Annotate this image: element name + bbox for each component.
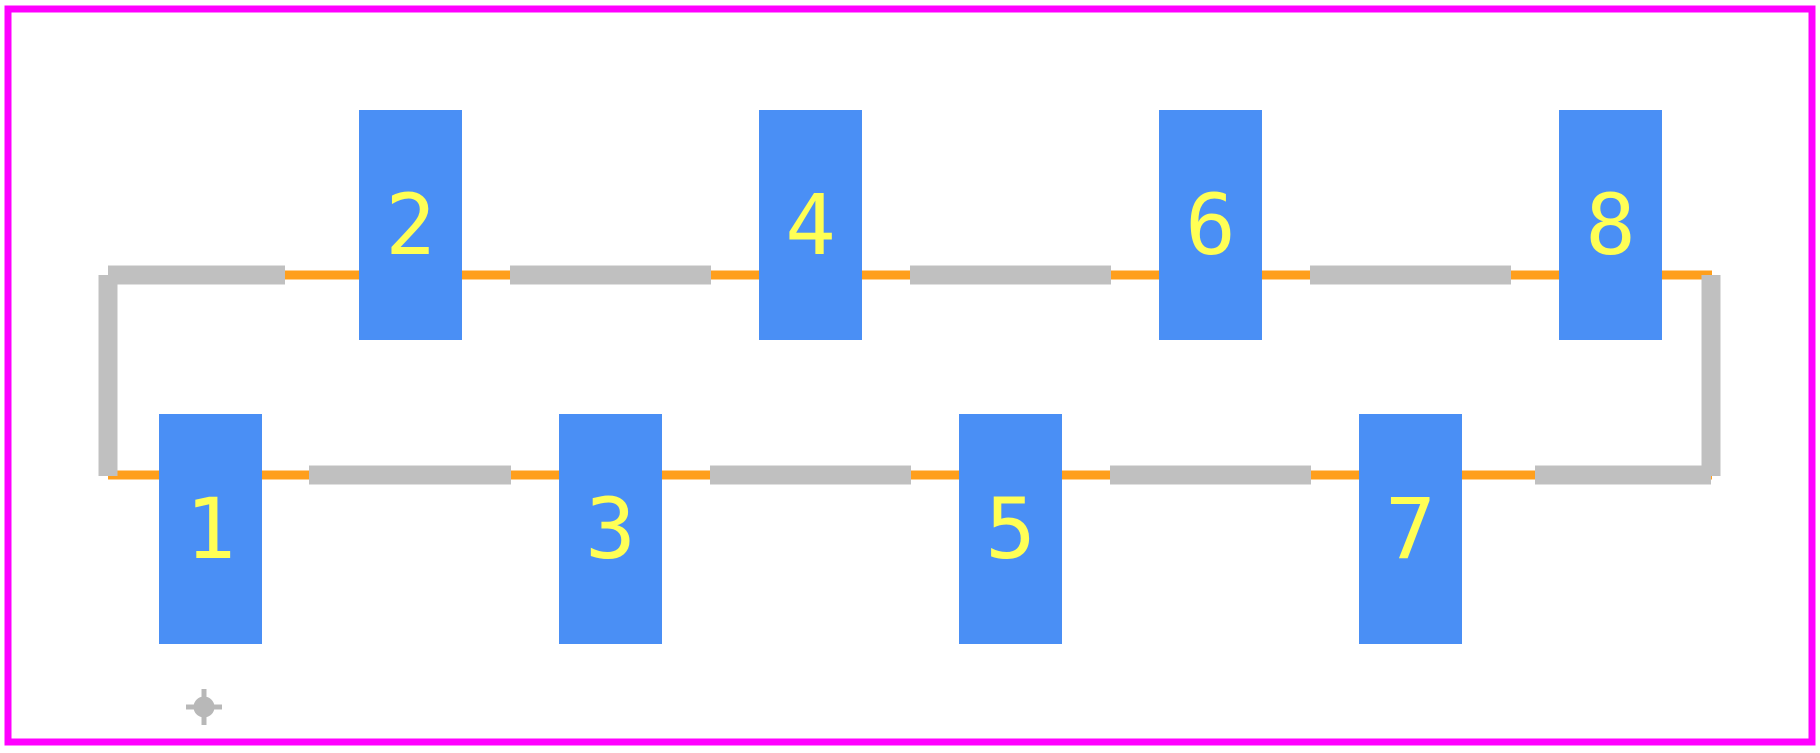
pad-rect	[1159, 110, 1262, 340]
pad-label: 7	[1385, 480, 1436, 578]
pad-label: 3	[585, 480, 636, 578]
pad-label: 8	[1585, 176, 1636, 274]
pad-label: 1	[185, 480, 236, 578]
pad-4: 4	[759, 110, 862, 340]
pad-3: 3	[559, 414, 662, 644]
pad-7: 7	[1359, 414, 1462, 644]
pad-8: 8	[1559, 110, 1662, 340]
board-outline	[4, 5, 1816, 746]
pad-label: 4	[785, 176, 836, 274]
pad-rect	[359, 110, 462, 340]
pad-rect	[959, 414, 1062, 644]
pad-label: 6	[1185, 176, 1236, 274]
silkscreen-lines	[98, 265, 1721, 485]
pad-5: 5	[959, 414, 1062, 644]
pad-rect	[1359, 414, 1462, 644]
crosshair-icon	[186, 689, 222, 725]
pad-2: 2	[359, 110, 462, 340]
pad-rect	[159, 414, 262, 644]
pad-label: 2	[385, 176, 436, 274]
pad-rect	[1559, 110, 1662, 340]
pad-6: 6	[1159, 110, 1262, 340]
courtyard-lines	[108, 270, 1712, 480]
pads-layer: 1 2 3 4 5 6 7 8	[159, 110, 1662, 644]
pad-rect	[559, 414, 662, 644]
pad-rect	[759, 110, 862, 340]
pad-label: 5	[985, 480, 1036, 578]
pad-1: 1	[159, 414, 262, 644]
